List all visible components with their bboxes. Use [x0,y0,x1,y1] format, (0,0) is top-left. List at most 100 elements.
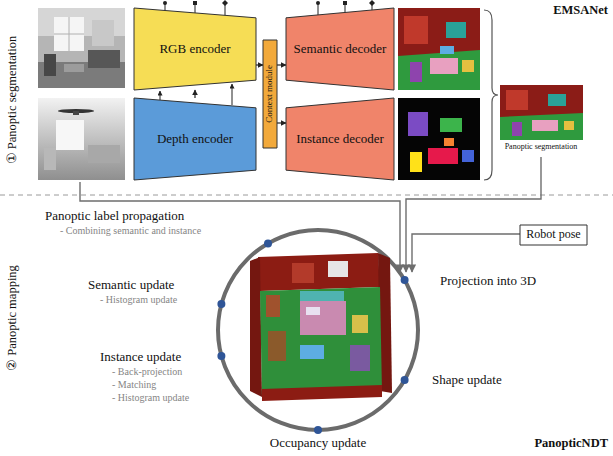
panoptic-output-image [548,94,566,106]
mapping-cycle [218,230,418,430]
semantic-output-image [398,8,480,90]
data-flow-arrow [277,64,286,65]
step-title: Shape update [432,373,502,388]
context-module-box: Context module [263,40,277,148]
fusion-arrow [232,84,233,105]
step-detail: - Back-projection [112,366,182,378]
image-caption: Panoptic segmentation [505,142,578,151]
panoptic-3d-map [352,315,368,333]
semantic-output-image [398,8,480,90]
data-flow-arrow [256,64,263,65]
rgb-encoder-block: RGB encoder [134,8,256,90]
panoptic-output-image [506,90,528,110]
step-title: Semantic update [88,278,174,293]
skip-connection-marker [316,1,320,5]
node-label: RGB encoder [159,42,230,56]
instance-output-image [410,152,422,172]
robot-pose-box-shape [520,225,587,245]
semantic-output-image [462,60,474,72]
robot-pose-box: Robot pose [520,225,587,245]
instance-output-image [444,138,454,146]
cycle-step-dot [314,426,322,434]
panoptic-output-image [532,120,558,131]
panoptic-3d-map [250,253,392,401]
depth-input-image [38,98,125,180]
skip-connection-marker [193,1,197,5]
section-title: ① Panoptic segmentation [5,36,19,165]
data-flow-line [412,234,520,272]
depth-input-image [38,98,125,180]
rgb-input-image [88,50,120,68]
skip-connection-marker [222,0,228,6]
step-detail: - Histogram update [112,392,189,404]
rgb-input-image [64,64,84,72]
instance-output-image [398,98,480,180]
panoptic-3d-map [292,263,314,283]
instance-output-image [398,98,480,180]
panoptic-3d-map [260,287,382,397]
data-flow-arrow [277,122,286,123]
panoptic-output-image [500,85,583,140]
panoptic-3d-map [258,253,380,291]
step-title: Occupancy update [270,436,366,451]
merge-bracket [484,10,498,180]
cycle-step-dot [217,239,408,434]
instance-output-image [428,148,458,164]
semantic-decoder-block: Semantic decoder [286,8,394,90]
panoptic-3d-map [266,295,280,317]
panoptic-3d-map [262,385,382,401]
step-title: Panoptic label propagation [45,209,184,224]
cycle-step-dot [217,300,225,308]
instance-output-image [408,112,428,136]
panoptic-output-image [500,85,583,140]
cycle-step-dot [217,352,225,360]
instance-decoder-block: Instance decoder [286,98,394,180]
rgb-input-image [54,17,84,51]
panoptic-3d-map [300,301,346,335]
rgb-encoder-block-shape [134,8,256,90]
data-flow-arrow [194,90,195,98]
panoptic-output-image [564,121,574,130]
cycle-step-dot [401,276,409,284]
panoptic-3d-map [268,331,286,361]
section-separator [0,195,613,196]
skip-connection-marker [163,1,167,5]
instance-output-image [462,150,474,162]
section-title: ② Panoptic mapping [5,265,19,371]
panoptic-output-image [500,113,583,140]
semantic-output-image [404,16,428,44]
panoptic-3d-map [300,291,344,301]
step-detail: - Histogram update [100,294,177,306]
data-flow-line [406,157,541,272]
skip-connection-marker [163,0,375,6]
semantic-output-image [446,22,466,38]
system-name: PanopticNDT [534,436,608,450]
step-title: Projection into 3D [440,274,536,289]
semantic-output-image [440,46,454,54]
rgb-input-image [38,8,125,88]
rgb-input-image [54,34,84,35]
panoptic-3d-map [306,307,320,315]
semantic-output-image [430,58,458,74]
step-title: Instance update [100,350,181,365]
rgb-input-image [44,54,56,76]
node-label: Depth encoder [157,132,233,146]
panoptic-3d-map [350,345,370,371]
step-detail: - Matching [112,379,156,391]
panoptic-output-image [512,122,522,136]
cycle-step-dot [264,239,272,247]
rgb-input-image [92,20,114,46]
depth-input-image [88,145,120,163]
instance-decoder-block-shape [286,98,394,180]
node-label: Robot pose [526,228,580,241]
depth-input-image [73,111,79,115]
context-module-box-shape [263,40,277,148]
semantic-output-image [410,62,422,82]
step-detail: - Combining semantic and instance [60,225,201,237]
network-name: EMSANet [553,3,608,17]
depth-input-image [44,148,56,170]
node-label: Instance decoder [296,132,384,146]
instance-output-image [440,118,462,132]
cycle-step-dot [401,376,409,384]
